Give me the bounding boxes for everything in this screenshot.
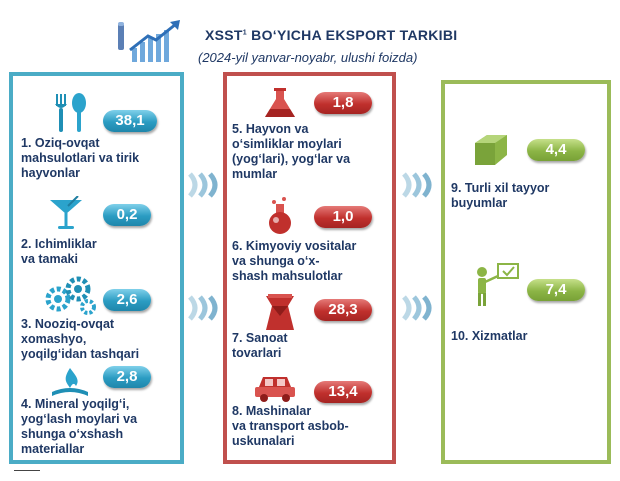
fabric-icon [262,292,298,337]
category-label-line: xomashyo, [21,332,87,346]
category-label-line: 4. Mineral yoqilg‘i, [21,397,130,411]
value-pill: 1,8 [314,92,372,114]
value-pill: 0,2 [103,204,151,226]
chevron-right-icon [402,172,432,198]
fork-spoon-icon [50,92,92,139]
value-pill: 1,0 [314,206,372,228]
bar-chart-icon [118,20,184,71]
flask-icon [262,86,298,125]
category-label-line: mahsulotlari va tirik [21,151,140,165]
value-pill: 4,4 [527,139,585,161]
chevron-right-icon [402,295,432,321]
cocktail-glass-icon [48,195,84,237]
category-label-line: 2. Ichimliklar [21,237,97,251]
value-pill: 2,8 [103,366,151,388]
category-label-line: yoqilg‘idan tashqari [21,347,140,361]
presenter-icon [470,262,522,313]
value-pill: 28,3 [314,299,372,321]
panel-blue [9,72,184,464]
category-label-line: uskunalari [232,434,295,448]
category-label-line: shash mahsulotlar [232,269,343,283]
chart-title: XSST1 BO‘YICHA EKSPORT TARKIBI [205,27,458,43]
round-flask-icon [262,196,298,241]
category-label-line: shunga o‘xshash [21,427,124,441]
category-label-line: buyumlar [451,196,508,210]
panel-red [223,72,396,464]
category-label-line: 10. Xizmatlar [451,329,528,343]
category-label-line: 6. Kimyoviy vositalar [232,239,357,253]
category-label-line: 8. Mashinalar [232,404,312,418]
value-pill: 38,1 [103,110,157,132]
value-pill: 13,4 [314,381,372,403]
category-label-line: materiallar [21,442,85,456]
flame-icon [50,366,90,403]
category-label-line: va tamaki [21,252,78,266]
category-label-line: 1. Oziq-ovqat [21,136,100,150]
category-label-line: o‘simliklar moylari [232,137,342,151]
category-label-line: va shunga o‘x- [232,254,320,268]
gears-icon [44,275,98,320]
chevron-right-icon [188,172,218,198]
car-icon [253,373,297,410]
category-label-line: va transport asbob- [232,419,349,433]
category-label-line: yog‘lash moylari va [21,412,138,426]
panel-green [441,80,611,464]
cube-icon [471,131,511,174]
category-label-line: 3. Nooziq-ovqat [21,317,115,331]
category-label: 10. Xizmatlar [451,329,527,344]
value-pill: 2,6 [103,289,151,311]
category-label-line: (yog‘lari), yog‘lar va [232,152,351,166]
category-label-line: 5. Hayvon va [232,122,309,136]
chevron-right-icon [188,295,218,321]
divider [14,470,40,471]
category-label-line: tovarlari [232,346,282,360]
category-label-line: 7. Sanoat [232,331,288,345]
category-label-line: hayvonlar [21,166,81,180]
value-pill: 7,4 [527,279,585,301]
category-label-line: mumlar [232,167,278,181]
category-label-line: 9. Turli xil tayyor [451,181,550,195]
chart-subtitle: (2024-yil yanvar-noyabr, ulushi foizda) [198,50,418,65]
